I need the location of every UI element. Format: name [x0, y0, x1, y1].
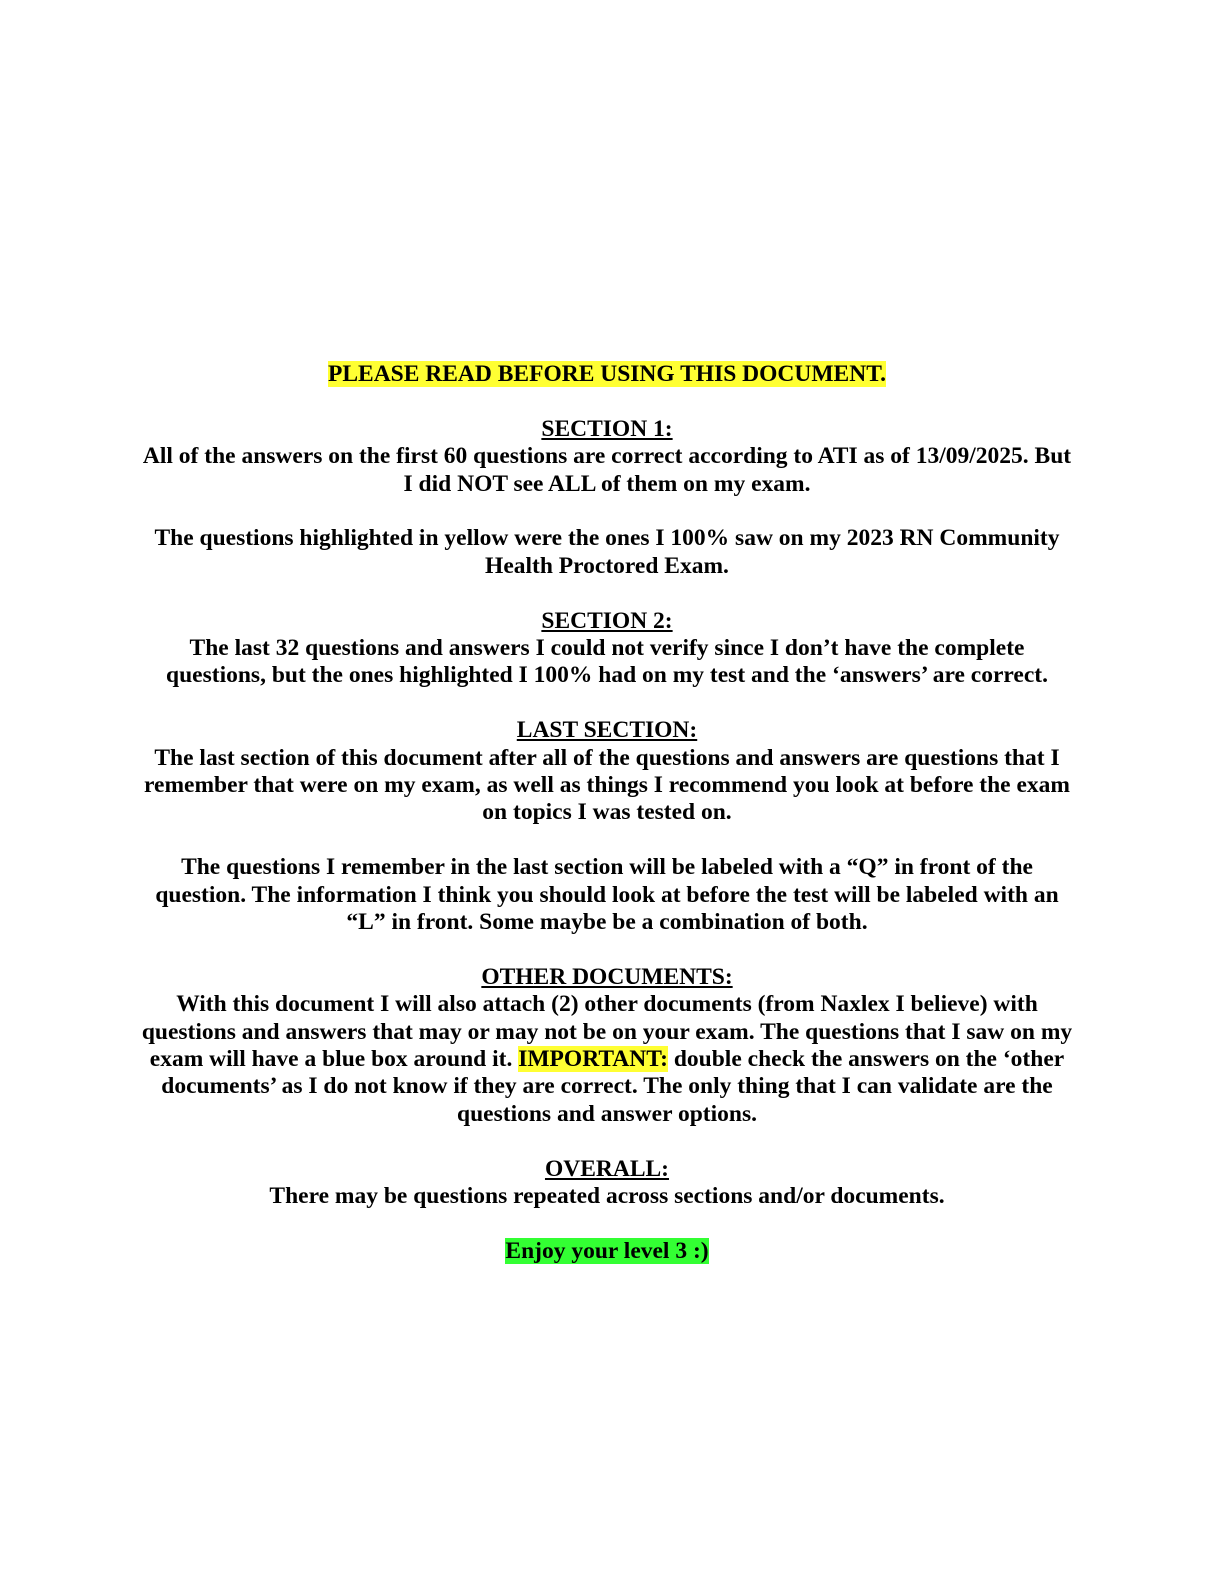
overall-heading: OVERALL:: [544, 1155, 670, 1182]
last-section: LAST SECTION: The last section of this d…: [140, 717, 1074, 827]
section-2-heading: SECTION 2:: [541, 607, 673, 634]
last-section-body: The last section of this document after …: [144, 744, 1070, 826]
section-1-note-text: The questions highlighted in yellow were…: [154, 525, 1060, 579]
section-1-body: All of the answers on the first 60 quest…: [142, 443, 1072, 497]
closing-text: Enjoy your level 3 :): [505, 1237, 709, 1264]
last-section-note: The questions I remember in the last sec…: [140, 854, 1074, 936]
overall: OVERALL: There may be questions repeated…: [140, 1156, 1074, 1211]
last-section-note-text: The questions I remember in the last sec…: [155, 854, 1059, 936]
other-documents-body-before: With this document I will also attach (2…: [141, 991, 1073, 1073]
section-2: SECTION 2: The last 32 questions and ans…: [140, 608, 1074, 690]
overall-body: There may be questions repeated across s…: [269, 1183, 945, 1210]
document-body: PLEASE READ BEFORE USING THIS DOCUMENT. …: [140, 361, 1074, 1293]
closing-paragraph: Enjoy your level 3 :): [140, 1237, 1074, 1265]
section-1-note: The questions highlighted in yellow were…: [140, 525, 1074, 580]
section-1: SECTION 1: All of the answers on the fir…: [140, 416, 1074, 498]
important-label: IMPORTANT:: [518, 1046, 668, 1073]
other-documents: OTHER DOCUMENTS: With this document I wi…: [140, 964, 1074, 1128]
notice-paragraph: PLEASE READ BEFORE USING THIS DOCUMENT.: [140, 361, 1074, 388]
other-documents-heading: OTHER DOCUMENTS:: [481, 963, 733, 990]
section-2-body: The last 32 questions and answers I coul…: [166, 635, 1048, 689]
other-documents-body-after: double check the answers on the ‘other d…: [161, 1046, 1065, 1127]
notice-text: PLEASE READ BEFORE USING THIS DOCUMENT.: [327, 361, 886, 387]
last-section-heading: LAST SECTION:: [516, 717, 698, 744]
section-1-heading: SECTION 1:: [541, 415, 673, 442]
